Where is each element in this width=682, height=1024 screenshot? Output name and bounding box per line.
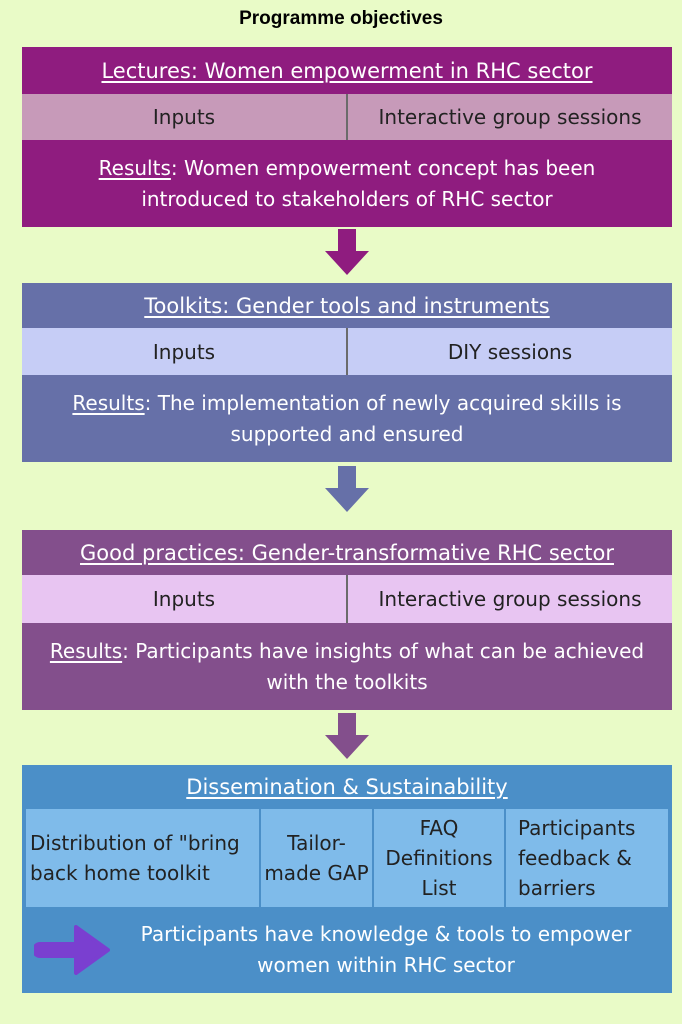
results-text: Results: Women empowerment concept has b…	[22, 140, 672, 227]
inputs-row: Inputs Interactive group sessions	[22, 94, 672, 140]
inputs-value: DIY sessions	[447, 339, 573, 364]
block-heading: Lectures: Women empowerment in RHC secto…	[22, 47, 672, 94]
right-arrow-icon	[34, 925, 110, 975]
results-text: Results: Participants have insights of w…	[22, 623, 672, 710]
block-heading: Dissemination & Sustainability	[186, 775, 508, 799]
inputs-row: Inputs Interactive group sessions	[22, 575, 672, 623]
inputs-label: Inputs	[22, 328, 348, 375]
results-body: : Participants have insights of what can…	[122, 638, 645, 694]
inputs-label: Inputs	[22, 575, 348, 623]
lectures-block: Lectures: Women empowerment in RHC secto…	[22, 47, 672, 227]
outcome-text: Participants have knowledge & tools to e…	[140, 922, 632, 977]
results-label: Results	[98, 155, 171, 180]
dissemination-item: Tailor-made GAP	[261, 809, 374, 907]
inputs-value: Interactive group sessions	[378, 587, 642, 611]
toolkits-block: Toolkits: Gender tools and instruments I…	[22, 283, 672, 462]
down-arrow-icon	[325, 713, 369, 759]
dissemination-item: Participants feedback & barriers	[518, 816, 636, 900]
inputs-value: Interactive group sessions	[378, 105, 642, 129]
inputs-row: Inputs DIY sessions	[22, 328, 672, 375]
dissemination-item: Distribution of "bring back home toolkit	[26, 809, 261, 907]
dissemination-block: Dissemination & Sustainability Distribut…	[22, 765, 672, 993]
inputs-label: Inputs	[22, 94, 348, 140]
results-text: Results: The implementation of newly acq…	[22, 375, 672, 462]
dissemination-items: Distribution of "bring back home toolkit…	[26, 809, 668, 907]
results-body: : The implementation of newly acquired s…	[144, 390, 622, 446]
down-arrow-icon	[325, 229, 369, 275]
dissemination-item: FAQ Definitions List	[374, 809, 506, 907]
results-label: Results	[72, 390, 145, 415]
results-body: : Women empowerment concept has been int…	[141, 155, 596, 211]
good-practices-block: Good practices: Gender-transformative RH…	[22, 530, 672, 710]
down-arrow-icon	[325, 466, 369, 512]
page-title: Programme objectives	[239, 8, 443, 29]
block-heading: Toolkits: Gender tools and instruments	[22, 283, 672, 328]
outcome-row: Participants have knowledge & tools to e…	[22, 907, 672, 993]
block-heading: Good practices: Gender-transformative RH…	[22, 530, 672, 575]
results-label: Results	[49, 638, 123, 663]
